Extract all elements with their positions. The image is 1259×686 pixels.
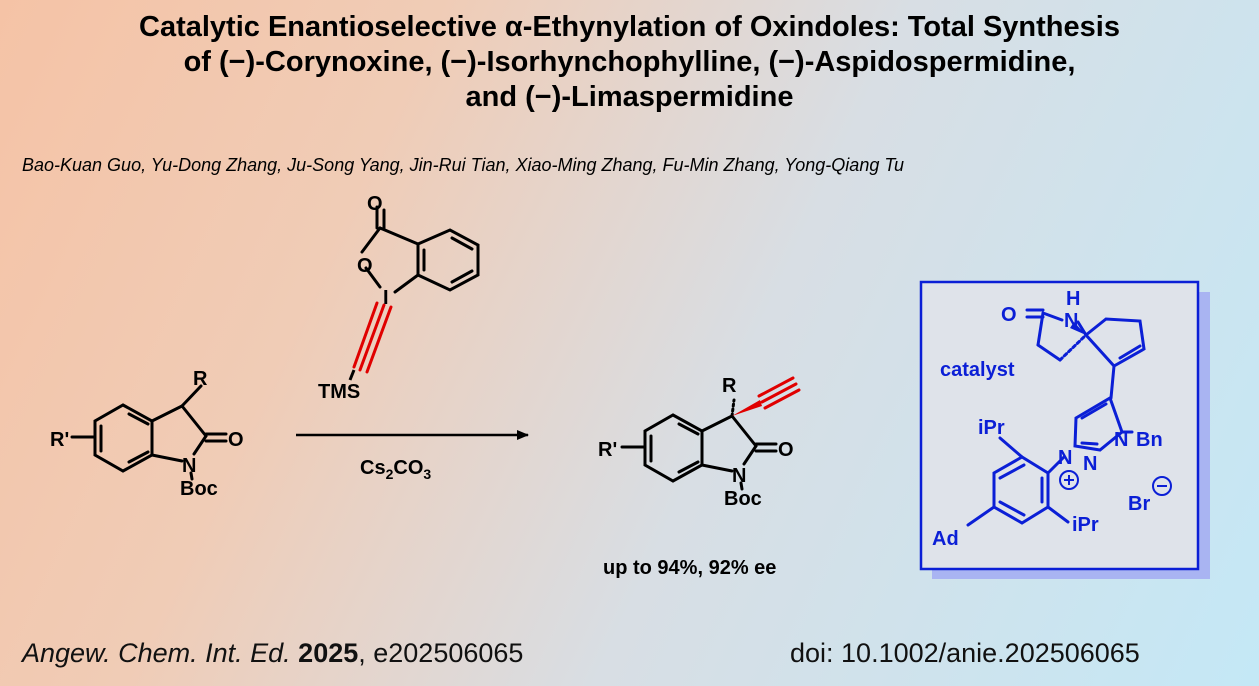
catalyst-ad: Ad	[932, 528, 959, 550]
reactant-r-label: R	[193, 368, 208, 390]
reactant-o-label: O	[228, 429, 244, 451]
product-wedge-bond	[732, 400, 762, 416]
catalyst-triazole-n2: N	[1083, 453, 1097, 475]
catalyst-br: Br	[1128, 493, 1150, 515]
catalyst-triazole-n1: N	[1058, 447, 1072, 469]
product-boc-label: Boc	[724, 488, 762, 510]
catalyst-ipr-bottom: iPr	[1072, 514, 1099, 536]
catalyst-minus-charge	[1152, 476, 1172, 496]
title-line-3: and (−)-Limaspermidine	[465, 81, 794, 113]
product-structure	[620, 398, 778, 491]
catalyst-plus-charge	[1059, 470, 1079, 490]
title-line-1: Catalytic Enantioselective α-Ethynylatio…	[139, 11, 1120, 43]
author-list: Bao-Kuan Guo, Yu-Dong Zhang, Ju-Song Yan…	[22, 155, 905, 175]
catalyst-label: catalyst	[940, 359, 1015, 381]
title-line-2: of (−)-Corynoxine, (−)-Isorhynchophyllin…	[183, 46, 1076, 78]
catalyst-ipr-top: iPr	[978, 417, 1005, 439]
catalyst-structure	[966, 308, 1146, 527]
catalyst-labels: O N H catalyst iPr N N N Bn Br iPr Ad	[932, 288, 1163, 550]
reagent-iodine: I	[383, 287, 389, 309]
journal-name: Angew. Chem. Int. Ed.	[22, 638, 291, 668]
catalyst-lactam-n: N	[1064, 310, 1078, 332]
catalyst-lactam-h: H	[1066, 288, 1080, 310]
reagent-tms: TMS	[318, 381, 360, 403]
catalyst-triazole-n3: N	[1114, 429, 1128, 451]
journal-year: 2025	[298, 638, 359, 668]
catalyst-bn: Bn	[1136, 429, 1163, 451]
product-o-label: O	[778, 439, 794, 461]
reagent-tms-bond	[348, 369, 356, 381]
paper-title: Catalytic Enantioselective α-Ethynylatio…	[0, 10, 1259, 115]
product-r-label: R	[722, 375, 737, 397]
article-number: , e202506065	[358, 638, 524, 668]
reactant-structure	[70, 384, 228, 481]
reactant-rprime-label: R'	[50, 429, 69, 451]
catalyst-lactam-o: O	[1001, 304, 1017, 326]
base-conditions: Cs2CO3	[360, 457, 431, 482]
reactant-n-label: N	[182, 455, 196, 477]
catalyst-stereo-wedge	[1070, 322, 1086, 335]
catalyst-box	[919, 280, 1200, 571]
product-rprime-label: R'	[598, 439, 617, 461]
product-alkyne	[757, 376, 801, 410]
reagent-carbonyl-o: O	[367, 193, 383, 215]
yield-label: up to 94%, 92% ee	[603, 557, 776, 579]
journal-citation: Angew. Chem. Int. Ed. 2025, e202506065	[22, 638, 523, 669]
reagent-ring-o: O	[357, 255, 373, 277]
product-n-label: N	[732, 465, 746, 487]
doi-link[interactable]: doi: 10.1002/anie.202506065	[790, 638, 1140, 668]
reactant-boc-label: Boc	[180, 478, 218, 500]
reagent-structure	[360, 205, 480, 294]
reagent-alkyne	[352, 301, 393, 374]
